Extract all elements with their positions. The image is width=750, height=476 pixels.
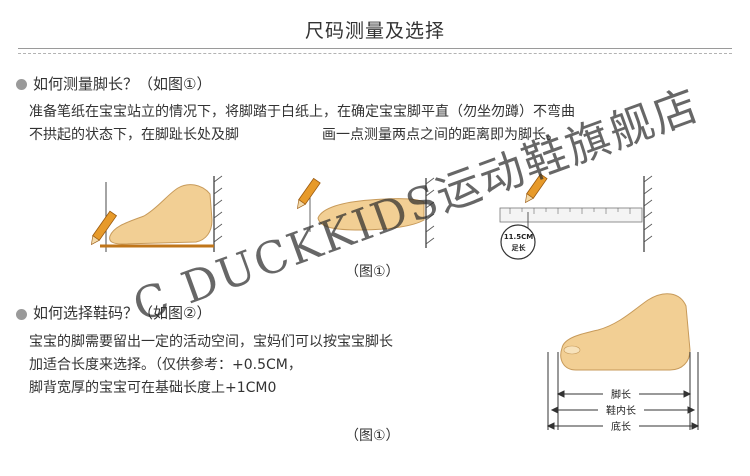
sole-length-label: 底长 <box>603 418 639 433</box>
section2-text-line2: 加适合长度来选择。（仅供参考：+0.5CM， <box>29 357 302 373</box>
section1-bullet-icon <box>16 79 27 90</box>
page-title: 尺码测量及选择 <box>304 20 445 42</box>
title-divider <box>18 48 732 49</box>
measure-diagram-a <box>91 175 223 252</box>
section2-text-line1: 宝宝的脚需要留出一定的活动空间，宝妈们可以按宝宝脚长 <box>29 334 393 350</box>
figure1-caption: （图①） <box>345 264 400 280</box>
ruler-badge-value: 11.5CM <box>503 233 534 241</box>
section1-text-line1: 准备笔纸在宝宝站立的情况下，将脚踏于白纸上，在确定宝宝脚平直（勿坐勿蹲）不弯曲 <box>29 104 575 120</box>
measure-diagram-c <box>499 173 653 260</box>
section1-text-line2b: 画一点测量两点之间的距离即为脚长。 <box>322 127 560 143</box>
section2-text-line3: 脚背宽厚的宝宝可在基础长度上+1CM0 <box>29 380 277 396</box>
section2-bullet-icon <box>16 309 27 320</box>
measure-diagram-b <box>297 177 435 248</box>
figure2-caption: （图①） <box>345 428 400 444</box>
title-dotted-divider <box>18 53 732 54</box>
section1-text-line2a: 不拱起的状态下，在脚趾长处及脚 <box>29 127 239 143</box>
ruler-badge-label: 足长 <box>511 244 526 252</box>
section1-heading: 如何测量脚长？（如图①） <box>33 75 212 93</box>
foot-length-label: 脚长 <box>603 386 639 401</box>
inner-length-label: 鞋内长 <box>598 402 644 417</box>
foot-measure-figure <box>91 173 653 260</box>
shoe-size-figure <box>546 293 700 430</box>
section2-heading: 如何选择鞋码？（如图②） <box>33 304 212 322</box>
